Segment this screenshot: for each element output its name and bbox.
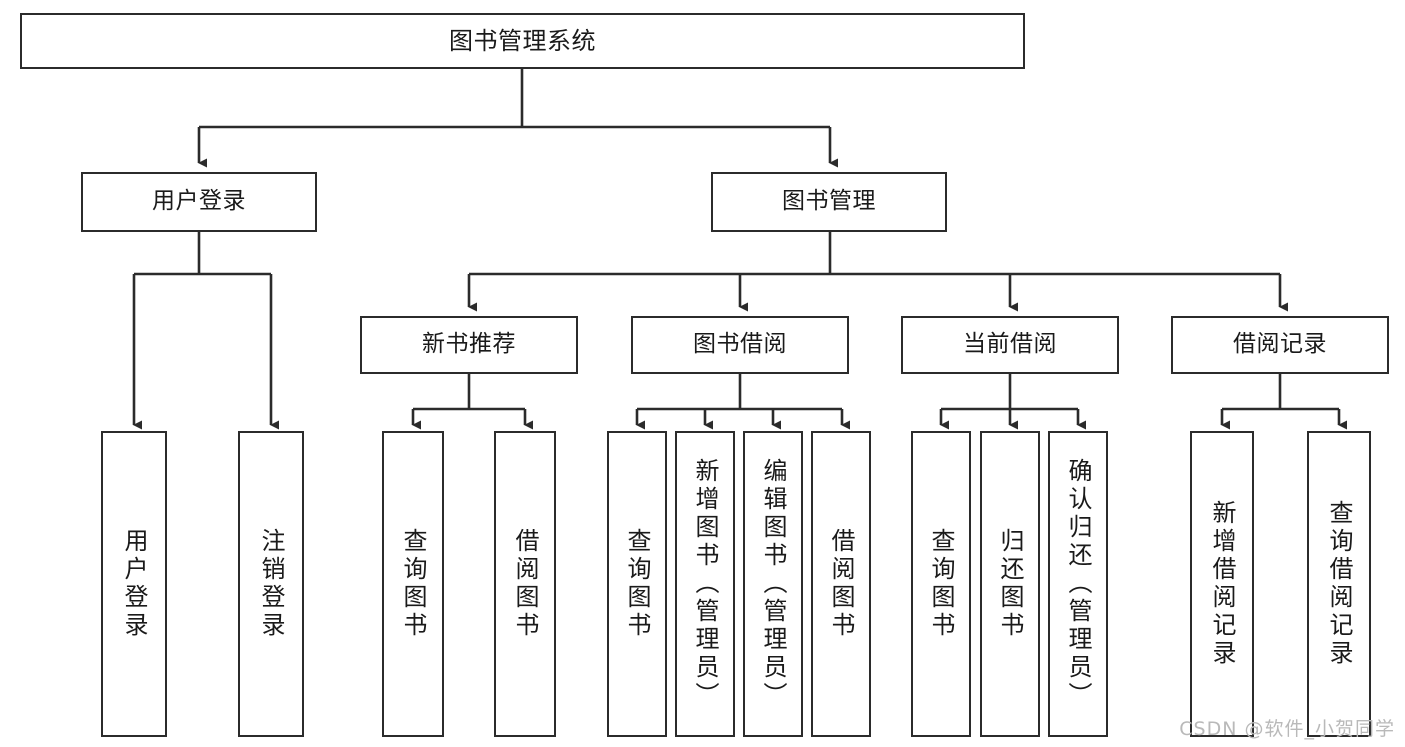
- node-label: 查询图书: [927, 528, 955, 640]
- node-label: 借阅记录: [1233, 331, 1327, 358]
- node-label: 注销登录: [257, 528, 285, 640]
- node-label: 查询图书: [623, 528, 651, 640]
- leaf-query-book-borrow[interactable]: 查询图书: [607, 431, 667, 737]
- node-label: 借阅图书: [827, 528, 855, 640]
- node-label: 查询借阅记录: [1325, 500, 1353, 668]
- node-label: 用户登录: [120, 528, 148, 640]
- node-book-management[interactable]: 图书管理: [711, 172, 947, 232]
- node-label: 编辑图书（管理员）: [759, 458, 787, 710]
- node-book-borrow[interactable]: 图书借阅: [631, 316, 849, 374]
- leaf-borrow-book-recommend[interactable]: 借阅图书: [494, 431, 556, 737]
- leaf-logout[interactable]: 注销登录: [238, 431, 304, 737]
- node-label: 用户登录: [152, 188, 246, 215]
- node-label: 借阅图书: [511, 528, 539, 640]
- leaf-query-book-current[interactable]: 查询图书: [911, 431, 971, 737]
- node-borrow-record[interactable]: 借阅记录: [1171, 316, 1389, 374]
- leaf-edit-book[interactable]: 编辑图书（管理员）: [743, 431, 803, 737]
- leaf-add-borrow-record[interactable]: 新增借阅记录: [1190, 431, 1254, 737]
- node-current-borrow[interactable]: 当前借阅: [901, 316, 1119, 374]
- node-label: 新增图书（管理员）: [691, 458, 719, 710]
- node-label: 当前借阅: [963, 331, 1057, 358]
- node-label: 新增借阅记录: [1208, 500, 1236, 668]
- leaf-add-book[interactable]: 新增图书（管理员）: [675, 431, 735, 737]
- leaf-borrow-book[interactable]: 借阅图书: [811, 431, 871, 737]
- node-label: 图书管理: [782, 188, 876, 215]
- node-root-book-management-system[interactable]: 图书管理系统: [20, 13, 1025, 69]
- node-label: 归还图书: [996, 528, 1024, 640]
- leaf-query-borrow-record[interactable]: 查询借阅记录: [1307, 431, 1371, 737]
- node-label: 图书借阅: [693, 331, 787, 358]
- node-label: 查询图书: [399, 528, 427, 640]
- leaf-query-book-recommend[interactable]: 查询图书: [382, 431, 444, 737]
- node-new-book-recommend[interactable]: 新书推荐: [360, 316, 578, 374]
- leaf-return-book[interactable]: 归还图书: [980, 431, 1040, 737]
- node-user-login[interactable]: 用户登录: [81, 172, 317, 232]
- node-label: 新书推荐: [422, 331, 516, 358]
- node-label: 确认归还（管理员）: [1064, 458, 1092, 710]
- csdn-watermark: CSDN @软件_小贺同学: [1179, 718, 1395, 740]
- leaf-confirm-return[interactable]: 确认归还（管理员）: [1048, 431, 1108, 737]
- leaf-user-login[interactable]: 用户登录: [101, 431, 167, 737]
- node-label: 图书管理系统: [449, 26, 596, 55]
